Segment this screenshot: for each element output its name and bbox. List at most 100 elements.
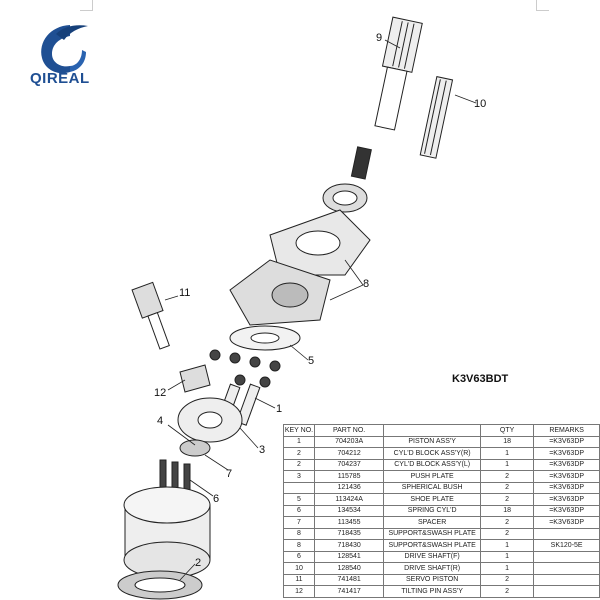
cell-part-no: 115785 bbox=[313, 470, 385, 483]
cell-remarks: =K3V63DP bbox=[533, 447, 600, 460]
cell-qty: 2 bbox=[479, 470, 535, 483]
cell-remarks bbox=[533, 562, 600, 575]
callout-8: 8 bbox=[363, 278, 369, 290]
cell-qty: 1 bbox=[479, 447, 535, 460]
crop-mark bbox=[80, 10, 93, 11]
cell-qty: 18 bbox=[479, 435, 535, 448]
cell-remarks: =K3V63DP bbox=[533, 516, 600, 529]
cell-remarks: SK120-5E bbox=[533, 539, 600, 552]
cell-remarks bbox=[533, 573, 600, 586]
cell-qty: 2 bbox=[479, 573, 535, 586]
cell-remarks: =K3V63DP bbox=[533, 493, 600, 506]
callout-3: 3 bbox=[259, 444, 265, 456]
cell-part-no: 741481 bbox=[313, 573, 385, 586]
callout-1: 1 bbox=[276, 403, 282, 415]
cell-key-no: 6 bbox=[283, 504, 315, 517]
cell-qty: 18 bbox=[479, 504, 535, 517]
cell-key-no: 5 bbox=[283, 493, 315, 506]
cell-description: CYL'D BLOCK ASS'Y(R) bbox=[383, 447, 481, 460]
header-part-no: PART NO. bbox=[313, 424, 385, 437]
header-qty: QTY bbox=[479, 424, 535, 437]
cell-key-no: 12 bbox=[283, 585, 315, 598]
crop-mark bbox=[92, 0, 93, 10]
callout-9: 9 bbox=[376, 32, 382, 44]
cell-key-no: 8 bbox=[283, 527, 315, 540]
cell-qty: 2 bbox=[479, 516, 535, 529]
cell-description: DRIVE SHAFT(R) bbox=[383, 562, 481, 575]
cell-part-no: 704237 bbox=[313, 458, 385, 471]
cell-part-no: 121436 bbox=[313, 481, 385, 494]
cell-qty: 2 bbox=[479, 585, 535, 598]
cell-key-no: 2 bbox=[283, 458, 315, 471]
servo-piston bbox=[131, 281, 170, 350]
cell-remarks: =K3V63DP bbox=[533, 470, 600, 483]
cell-part-no: 704212 bbox=[313, 447, 385, 460]
drive-shaft-rear bbox=[419, 76, 454, 159]
cell-remarks bbox=[533, 585, 600, 598]
cell-qty: 1 bbox=[479, 550, 535, 563]
cell-description: SUPPORT&SWASH PLATE bbox=[383, 527, 481, 540]
cell-qty: 1 bbox=[479, 458, 535, 471]
cell-part-no: 134534 bbox=[313, 504, 385, 517]
callout-6: 6 bbox=[213, 493, 219, 505]
header-description bbox=[383, 424, 481, 437]
brand-logo-icon bbox=[41, 25, 88, 74]
callout-10: 10 bbox=[474, 98, 486, 110]
drive-shaft-front bbox=[374, 16, 423, 131]
table-header-row: KEY NO. PART NO. QTY REMARKS bbox=[283, 424, 600, 437]
cell-key-no bbox=[283, 481, 315, 494]
cell-qty: 2 bbox=[479, 481, 535, 494]
cell-description: SUPPORT&SWASH PLATE bbox=[383, 539, 481, 552]
cell-part-no: 113455 bbox=[313, 516, 385, 529]
crop-mark bbox=[536, 10, 549, 11]
callout-7: 7 bbox=[226, 468, 232, 480]
cell-description: CYL'D BLOCK ASS'Y(L) bbox=[383, 458, 481, 471]
cell-remarks bbox=[533, 527, 600, 540]
cell-description: PUSH PLATE bbox=[383, 470, 481, 483]
cell-part-no: 128540 bbox=[313, 562, 385, 575]
cell-part-no: 741417 bbox=[313, 585, 385, 598]
cell-qty: 2 bbox=[479, 527, 535, 540]
header-remarks: REMARKS bbox=[533, 424, 600, 437]
cell-key-no: 8 bbox=[283, 539, 315, 552]
cell-part-no: 718435 bbox=[313, 527, 385, 540]
callout-4: 4 bbox=[157, 415, 163, 427]
cell-qty: 1 bbox=[479, 539, 535, 552]
header-key-no: KEY NO. bbox=[283, 424, 315, 437]
cell-description: TILTING PIN ASS'Y bbox=[383, 585, 481, 598]
callout-5: 5 bbox=[308, 355, 314, 367]
cell-description: PISTON ASS'Y bbox=[383, 435, 481, 448]
cell-key-no: 7 bbox=[283, 516, 315, 529]
cell-remarks: =K3V63DP bbox=[533, 504, 600, 517]
cell-qty: 1 bbox=[479, 562, 535, 575]
cell-description: SHOE PLATE bbox=[383, 493, 481, 506]
cell-key-no: 2 bbox=[283, 447, 315, 460]
cell-description: SPACER bbox=[383, 516, 481, 529]
cell-key-no: 11 bbox=[283, 573, 315, 586]
cell-key-no: 10 bbox=[283, 562, 315, 575]
cell-key-no: 3 bbox=[283, 470, 315, 483]
cell-description: SERVO PISTON bbox=[383, 573, 481, 586]
cell-description: SPRING CYL'D bbox=[383, 504, 481, 517]
cell-part-no: 718430 bbox=[313, 539, 385, 552]
cell-remarks: =K3V63DP bbox=[533, 435, 600, 448]
cell-part-no: 128541 bbox=[313, 550, 385, 563]
cell-description: SPHERICAL BUSH bbox=[383, 481, 481, 494]
callout-12: 12 bbox=[154, 387, 166, 399]
